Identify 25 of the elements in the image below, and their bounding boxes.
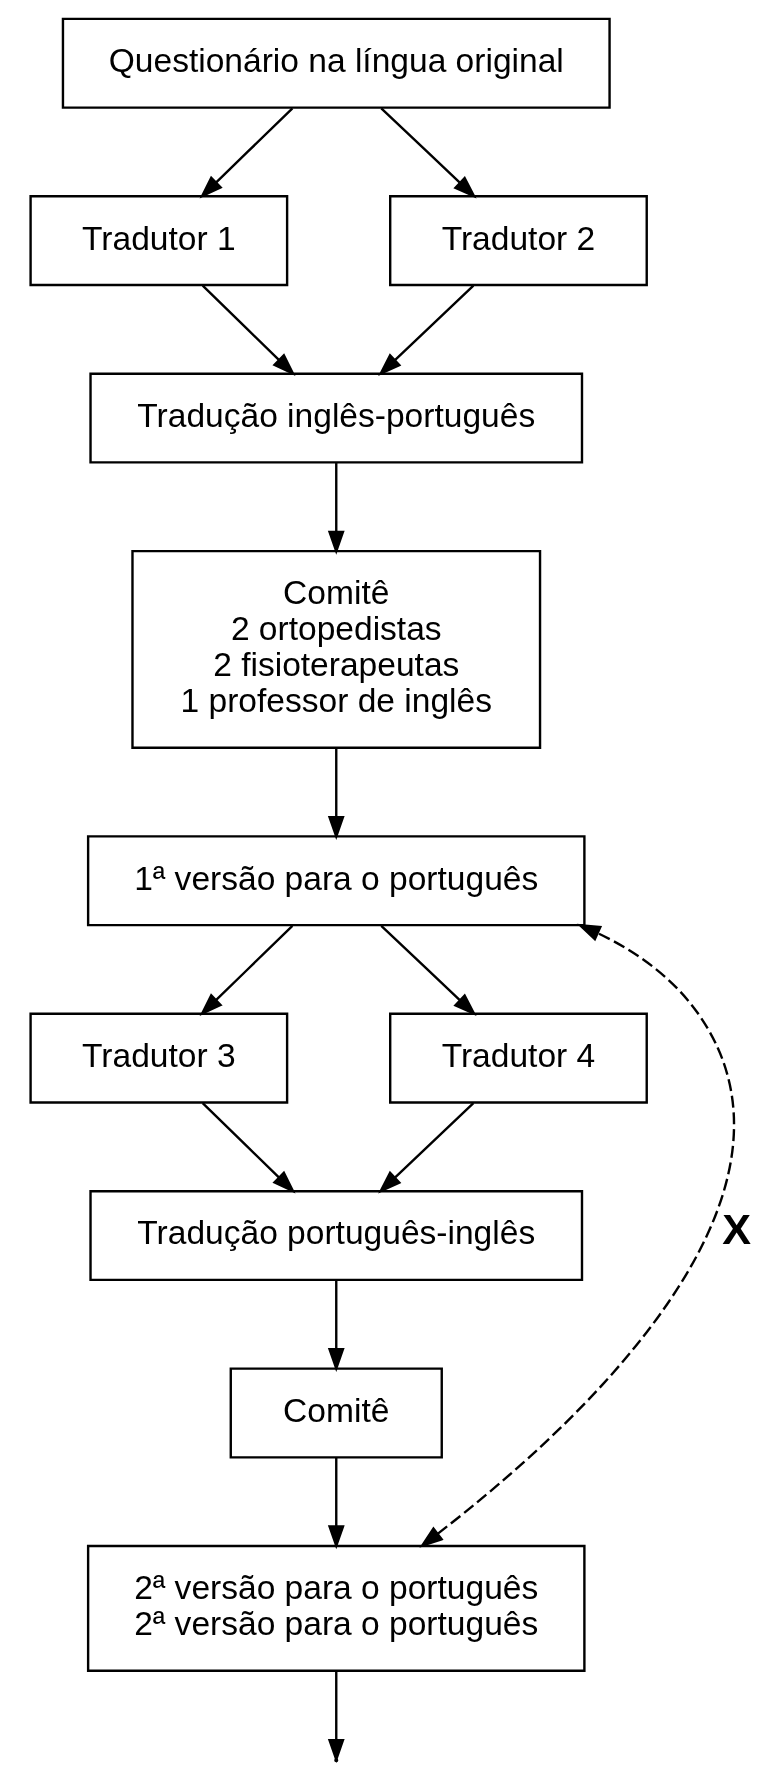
arrow [378, 284, 475, 376]
node-box: Questionário na língua original [61, 17, 611, 109]
node-box: Tradutor 3 [29, 1012, 289, 1104]
arrow [378, 1101, 475, 1193]
arrow [380, 924, 477, 1016]
arrow [380, 106, 477, 199]
node-box: 1ª versão para o português [86, 834, 586, 926]
node-box: Tradução português-inglês [89, 1189, 584, 1281]
node-box: Comitê 2 ortopedistas 2 fisioterapeutas 1 professor de inglês [131, 549, 542, 749]
node-box: Tradução inglês-português [89, 372, 584, 464]
edge-label: X [722, 1204, 752, 1253]
arrow [201, 1101, 296, 1194]
arrow [327, 1457, 345, 1549]
node-box: Comitê [229, 1366, 443, 1458]
node-box: Tradutor 2 [389, 194, 648, 286]
arrow [419, 923, 735, 1548]
arrow [327, 1280, 345, 1372]
node-box: 2ª versão para o português 2ª versão para o português [86, 1544, 586, 1672]
node-box: Tradutor 1 [29, 194, 289, 286]
arrow [327, 462, 345, 555]
arrow [201, 284, 296, 376]
arrow [199, 924, 294, 1016]
arrow [327, 747, 345, 840]
node-box: Tradutor 4 [389, 1012, 648, 1104]
arrow [199, 106, 294, 199]
